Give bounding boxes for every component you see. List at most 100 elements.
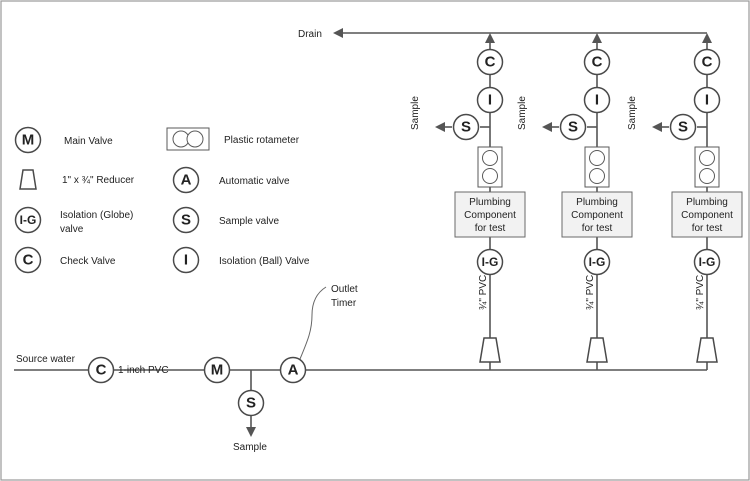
branch-rotameter [694,146,720,188]
legend-automatic-valve-symbol: A [181,172,192,189]
branch-shape [693,86,721,114]
branch-symbol-text: I [595,92,599,109]
branch-symbol-text: Component [571,210,623,221]
branch-check-valve[interactable]: C [693,48,721,76]
branch-symbol-text: S [568,119,578,136]
branch-check-valve[interactable]: C [583,48,611,76]
legend-sample-valve-text: Sample valve [219,216,279,227]
branch-shape [583,86,611,114]
branch-pvc-label: ¾" PVC [585,275,596,310]
branch-symbol-text: I [705,92,709,109]
legend-sample-valve: S Sample valve [172,206,279,234]
branch-shape [671,191,743,238]
branch-component-box: Plumbing Component for test [671,191,743,238]
branch-symbol-text: Plumbing [576,197,618,208]
branch-shape [693,248,721,276]
branch-sample-label: Sample [410,96,421,130]
test-branch-2: C I S Sample Plumbing Component for test [517,33,633,370]
branch-globe-valve[interactable]: I-G [476,248,504,276]
legend-rotameter: Plastic rotameter [166,127,300,151]
legend-check-valve-symbol: C [23,252,34,269]
branch-shape [561,191,633,238]
legend-ball-valve: I Isolation (Ball) Valve [172,246,310,274]
branch-arrow-head [702,33,712,43]
main-valve[interactable]: M [203,356,231,384]
branch-symbol-text: Plumbing [469,197,511,208]
reducer-icon [19,169,37,190]
legend-main-valve-symbol: M [22,132,35,149]
branch-shape [693,48,721,76]
branch-shape [454,191,526,238]
branch-sample-valve[interactable]: S [452,113,480,141]
branch-shape [699,168,715,184]
branch-symbol-text: Plumbing [686,197,728,208]
branch-symbol-text: for test [582,223,613,234]
branch-sample-valve[interactable]: S [559,113,587,141]
source-water-label: Source water [16,354,76,365]
legend-sample-valve-symbol: S [181,212,191,229]
branch-pvc-label: ¾" PVC [695,275,706,310]
main-sample-valve[interactable]: S [237,389,265,417]
branch-ball-valve[interactable]: I [693,86,721,114]
main-check-valve[interactable]: C [87,356,115,384]
test-branch-1: C I S Sample Plumbing Component for test [410,33,526,370]
branch-symbol-text: I-G [699,255,716,269]
branch-globe-valve[interactable]: I-G [693,248,721,276]
branch-globe-valve[interactable]: I-G [583,248,611,276]
branch-shape [583,48,611,76]
branch-shape [476,48,504,76]
branch-shape [476,248,504,276]
branch-symbol-text: I [488,92,492,109]
main-sample-valve-symbol: S [246,395,256,412]
branch-shape [482,150,498,166]
branch-shape [452,113,480,141]
pipe-size-label: 1-inch PVC [118,365,169,376]
branch-sample-valve[interactable]: S [669,113,697,141]
branch-check-valve[interactable]: C [476,48,504,76]
branch-symbol-text: for test [475,223,506,234]
branch-reducer-icon [479,337,501,363]
branch-shape [589,168,605,184]
branch-symbol-text: C [485,54,496,71]
branch-rotameter [477,146,503,188]
branch-arrow-head [485,33,495,43]
branch-symbol-text: C [702,54,713,71]
automatic-valve-symbol: A [288,362,299,379]
branch-arrow-head [542,122,552,132]
branch-symbol-text: Component [681,210,733,221]
branch-symbol-text: I-G [589,255,606,269]
branch-symbol-text: I-G [482,255,499,269]
sample-drop-arrow [246,427,256,437]
automatic-valve[interactable]: A [279,356,307,384]
branch-shape [482,168,498,184]
legend-automatic-valve: A Automatic valve [172,166,290,194]
branch-shape [476,86,504,114]
outlet-timer-label-line1: Outlet [331,284,358,295]
main-valve-symbol: M [211,362,224,379]
branch-rotameter [584,146,610,188]
branch-shape [559,113,587,141]
legend-reducer: 1" x ¾" Reducer [19,169,135,190]
drain-arrow-head [333,28,343,38]
legend-check-valve: C Check Valve [14,246,116,274]
test-branch-3: C I S Sample Plumbing Component for test [627,33,743,370]
branch-ball-valve[interactable]: I [476,86,504,114]
branch-shape [669,113,697,141]
legend-main-valve-text: Main Valve [64,136,113,147]
legend-globe-valve: I-G Isolation (Globe) valve [14,206,133,235]
branch-reducer-icon [696,337,718,363]
legend-main-valve: M Main Valve [14,126,113,154]
test-branches: C I S Sample Plumbing Component for test [410,33,743,370]
legend-check-valve-text: Check Valve [60,256,116,267]
outlet-timer-label-line2: Timer [331,298,357,309]
branch-arrow-head [435,122,445,132]
legend-rotameter-text: Plastic rotameter [224,135,300,146]
branch-pvc-label: ¾" PVC [478,275,489,310]
legend-automatic-valve-text: Automatic valve [219,176,290,187]
sample-bottom-label: Sample [233,442,267,453]
branch-symbol-text: for test [692,223,723,234]
legend-ball-valve-symbol: I [184,252,188,269]
branch-ball-valve[interactable]: I [583,86,611,114]
